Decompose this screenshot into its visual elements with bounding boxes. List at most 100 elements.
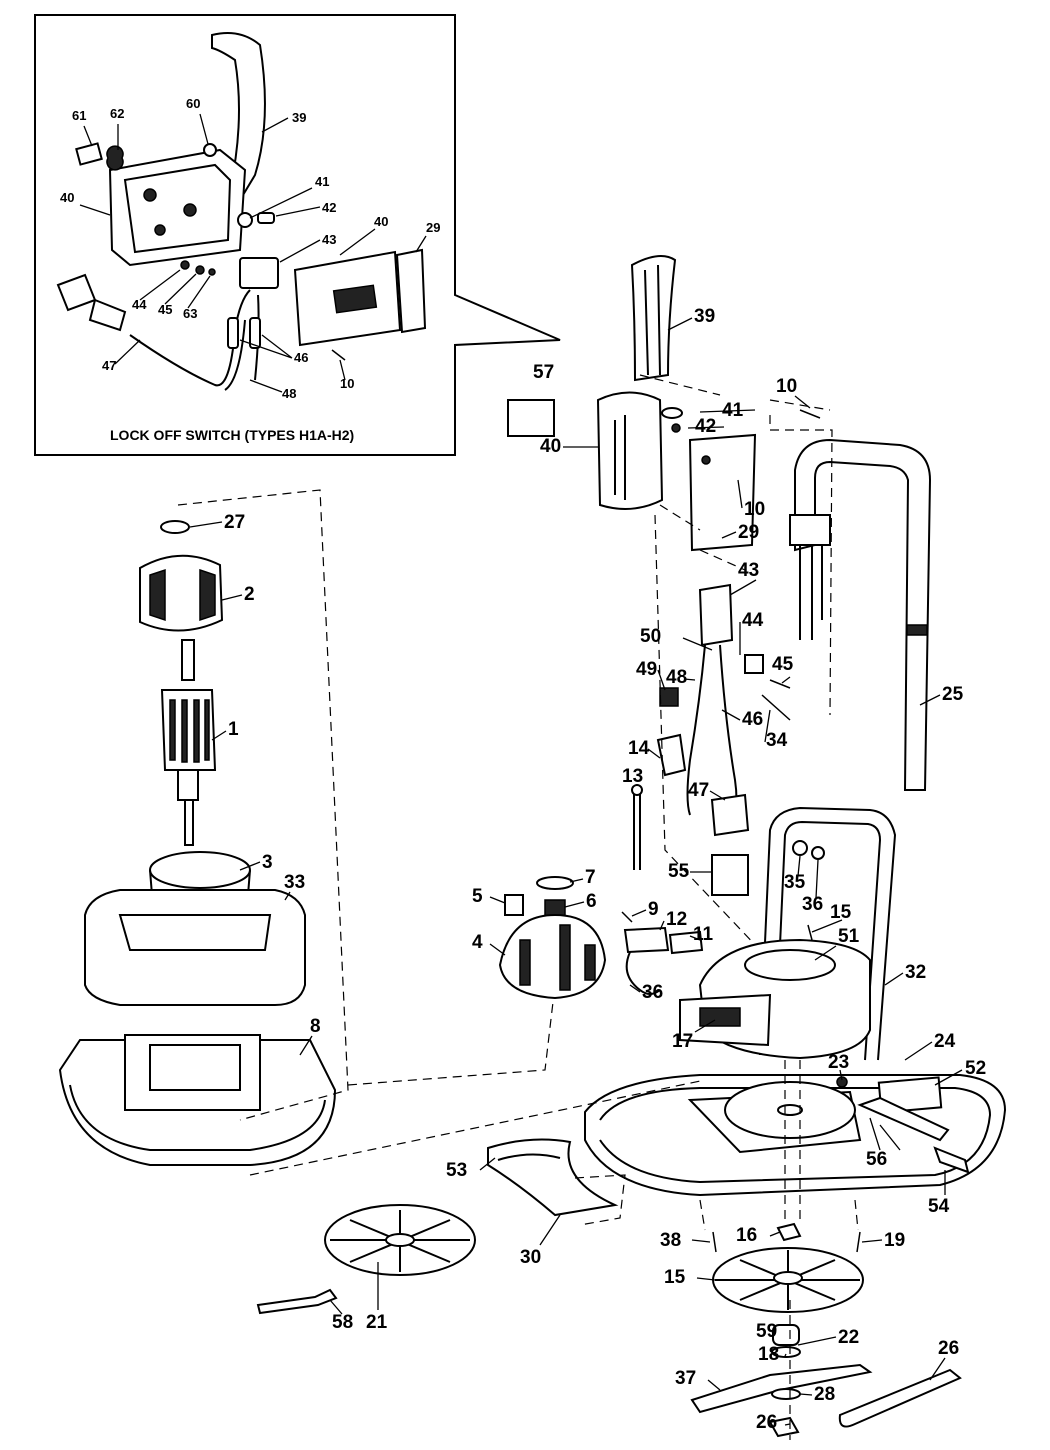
part-55 [711,854,749,896]
label-60: 60 [186,96,200,111]
label-26a: 18 [758,1344,779,1365]
inset-lock-off-switch: 61 62 60 39 40 41 42 40 29 43 44 45 63 4… [34,14,561,456]
handle-grip-39 [630,255,677,382]
screw-16 [712,1231,717,1253]
label-30: 53 [446,1160,467,1181]
screw-34 [761,694,791,721]
label-61: 61 [72,108,86,123]
label-6: 6 [586,891,597,912]
label-29: 29 [426,220,440,235]
tool-59 [256,1288,338,1315]
armature-shaft-1 [181,639,195,681]
knob-53 [933,1146,970,1174]
label-47: 47 [102,358,116,373]
wires-46 [686,644,706,816]
label-55: 55 [668,861,690,882]
label-22: 59 [756,1321,777,1342]
inset-part-42 [257,212,275,224]
label-42: 42 [695,416,716,437]
handle-switch-assembly: 57 39 41 10 40 42 10 29 43 50 44 49 48 4… [507,255,964,951]
label-38: 30 [520,1247,541,1268]
label-52: 23 [828,1052,849,1073]
label-58: 21 [366,1312,388,1333]
label-4: 4 [472,932,483,953]
label-10b: 10 [744,499,765,520]
inset-lock-61 [75,142,103,166]
part-49 [659,687,679,707]
label-44: 44 [742,610,764,631]
label-50: 50 [640,626,661,647]
spanner-37 [838,1368,962,1428]
motor-group-dashed-outline [177,489,349,1121]
spacer-22 [772,1324,800,1346]
part-42 [671,423,681,433]
label-51: 51 [838,926,860,947]
label-20: 26 [756,1412,777,1433]
label-40: 40 [60,190,74,205]
label-39: 39 [694,306,715,327]
label-39: 39 [292,110,306,125]
label-16: 38 [660,1230,681,1251]
inset-bracket-29 [395,248,427,334]
label-7: 7 [585,867,596,888]
skirt-30 [487,1138,619,1217]
part-36 [811,846,825,860]
washer-26b [771,1388,801,1400]
screw-15b [856,1231,861,1253]
part-44 [744,654,764,674]
label-43: 43 [322,232,336,247]
label-54: 56 [866,1149,887,1170]
label-47: 47 [688,780,709,801]
washer-35 [792,840,808,856]
inset-caption: LOCK OFF SWITCH (TYPES H1A-H2) [110,427,354,443]
handle-tube-25 [794,438,932,791]
label-12: 12 [666,909,687,930]
deck-assembly: 51 32 17 35 36 15 24 23 52 56 54 53 30 3… [249,806,1007,1440]
motor-assembly: 27 2 1 3 33 8 [58,489,556,1166]
label-49: 49 [636,659,657,680]
label-46: 46 [742,709,763,730]
label-36: 36 [802,894,823,915]
label-53: 54 [928,1196,950,1217]
inset-grommet-46a [227,317,239,349]
label-45: 45 [158,302,172,317]
bearing-holder-3 [149,851,251,889]
bolt-13 [633,790,641,870]
label-11: 11 [693,924,714,945]
nut-19 [776,1222,802,1242]
label-25: 25 [942,684,964,705]
inset-spring-62 [106,145,124,171]
washer-27 [160,520,190,534]
label-15a: 15 [830,902,852,923]
label-9: 9 [648,899,659,920]
label-32: 32 [905,962,926,983]
screw-10a [799,409,821,419]
label-17: 17 [672,1031,693,1052]
label-14: 14 [628,738,650,759]
inset-screw-10 [331,349,346,361]
screw-15a [807,924,813,941]
label-59: 58 [332,1312,353,1333]
label-19: 16 [736,1225,757,1246]
label-10a: 10 [776,376,797,397]
label-46: 46 [294,350,308,365]
inset-cable-48 [129,289,251,387]
label-23: 24 [934,1031,956,1052]
label-41: 41 [315,174,329,189]
label-62: 62 [110,106,124,121]
foam-ring-33 [84,889,306,1006]
label-26b: 28 [814,1384,835,1405]
frame-32 [759,806,897,1061]
label-34: 34 [766,730,788,751]
label-43: 43 [738,560,759,581]
brush-holder-12 [623,926,670,954]
label-35: 35 [784,872,806,893]
label-40: 40 [540,436,561,457]
screw-9 [621,911,633,923]
label-48: 48 [666,667,687,688]
label-8: 36 [642,982,663,1003]
label-2: 2 [244,584,255,605]
label-42: 42 [322,200,336,215]
label-15b: 19 [884,1230,905,1251]
label-18: 22 [838,1327,859,1348]
